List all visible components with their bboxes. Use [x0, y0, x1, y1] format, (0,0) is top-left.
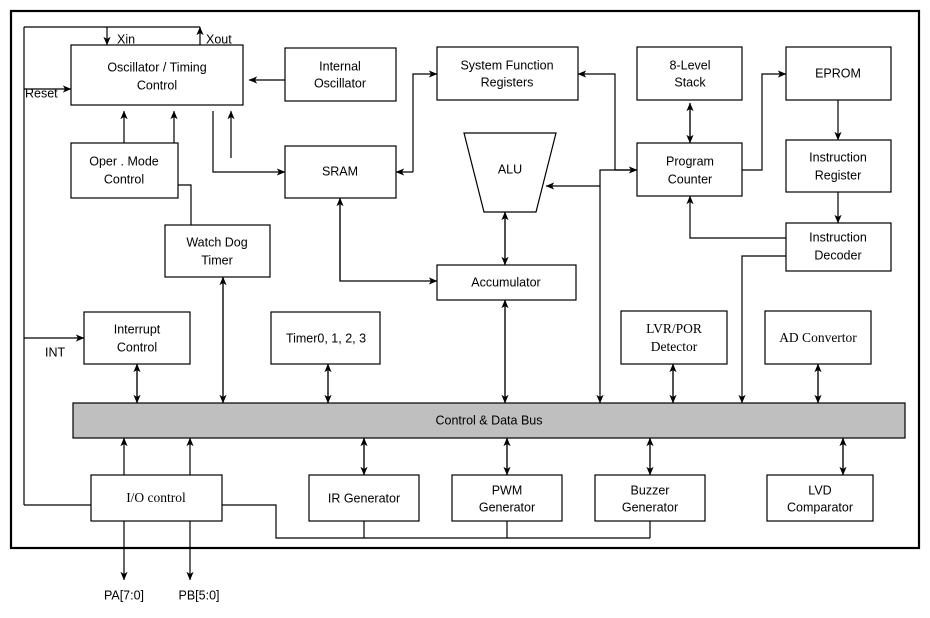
oscillator-timing-label-line2: Control — [137, 78, 177, 92]
pin-label-pb: PB[5:0] — [179, 588, 220, 602]
pin-label-pa: PA[7:0] — [104, 588, 144, 602]
lvr-por-label-line2: Detector — [651, 339, 698, 354]
wire-pc-to-sfr — [577, 70, 616, 170]
block-pwm-generator[interactable]: PWM Generator — [451, 474, 563, 522]
wire-pc-to-eprom — [742, 70, 787, 171]
block-internal-oscillator[interactable]: Internal Oscillator — [284, 47, 397, 102]
wire-osc-to-sram — [212, 111, 286, 176]
block-eprom[interactable]: EPROM — [785, 46, 892, 101]
instruction-register-label-line1: Instruction — [809, 150, 867, 164]
eprom-label: EPROM — [815, 66, 861, 80]
block-oscillator-timing-control[interactable]: Oscillator / Timing Control — [70, 44, 244, 106]
wire-rail-to-sfr — [412, 70, 438, 172]
ad-convertor-label: AD Convertor — [779, 330, 857, 345]
oper-mode-label-line1: Oper . Mode — [89, 154, 159, 168]
block-instruction-register[interactable]: Instruction Register — [785, 139, 892, 193]
block-interrupt-control[interactable]: Interrupt Control — [83, 311, 191, 365]
interrupt-control-label-line2: Control — [117, 340, 157, 354]
program-counter-label-line2: Counter — [668, 172, 712, 186]
pwm-generator-label-line1: PWM — [492, 483, 523, 497]
block-watch-dog-timer[interactable]: Watch Dog Timer — [164, 224, 271, 278]
block-alu[interactable]: ALU — [463, 132, 557, 213]
wire-id-to-pc — [686, 195, 786, 239]
interrupt-control-label-line1: Interrupt — [114, 322, 161, 336]
block-control-data-bus[interactable]: Control & Data Bus — [72, 402, 906, 439]
control-data-bus-label: Control & Data Bus — [436, 413, 543, 427]
buzzer-generator-label-line1: Buzzer — [631, 483, 670, 497]
block-system-function-registers[interactable]: System Function Registers — [436, 46, 579, 101]
block-lvd-comparator[interactable]: LVD Comparator — [766, 474, 874, 522]
oscillator-timing-label-line1: Oscillator / Timing — [107, 60, 206, 74]
block-oper-mode-control[interactable]: Oper . Mode Control — [70, 142, 179, 199]
pin-label-reset: Reset — [25, 86, 58, 100]
block-io-control[interactable]: I/O control — [90, 474, 223, 522]
block-instruction-decoder[interactable]: Instruction Decoder — [785, 222, 892, 272]
wire-pc-to-alu — [545, 169, 637, 190]
sram-label: SRAM — [322, 164, 358, 178]
block-stack[interactable]: 8-Level Stack — [636, 46, 743, 101]
block-ir-generator[interactable]: IR Generator — [308, 474, 420, 522]
wire-id-to-bus — [738, 255, 786, 404]
timers-label: Timer0, 1, 2, 3 — [286, 331, 366, 345]
accumulator-label: Accumulator — [471, 275, 540, 289]
block-accumulator[interactable]: Accumulator — [436, 264, 577, 301]
buzzer-generator-label-line2: Generator — [622, 500, 678, 514]
stack-label-line1: 8-Level — [670, 58, 711, 72]
block-ad-convertor[interactable]: AD Convertor — [764, 310, 872, 365]
block-buzzer-generator[interactable]: Buzzer Generator — [594, 474, 706, 522]
block-program-counter[interactable]: Program Counter — [636, 142, 743, 197]
block-sram[interactable]: SRAM — [284, 145, 397, 199]
block-timers[interactable]: Timer0, 1, 2, 3 — [270, 311, 381, 365]
alu-label: ALU — [498, 162, 522, 176]
lvd-comparator-label-line1: LVD — [808, 483, 831, 497]
instruction-register-label-line2: Register — [815, 168, 862, 182]
lvd-comparator-label-line2: Comparator — [787, 500, 853, 514]
pin-label-xout: Xout — [206, 32, 232, 46]
oper-mode-label-line2: Control — [104, 172, 144, 186]
watch-dog-label-line2: Timer — [201, 253, 232, 267]
ir-generator-label: IR Generator — [328, 491, 400, 505]
pwm-generator-label-line2: Generator — [479, 500, 535, 514]
watch-dog-label-line1: Watch Dog — [186, 235, 247, 249]
wire-sram-to-acc — [339, 198, 438, 285]
program-counter-label-line1: Program — [666, 154, 714, 168]
pin-label-xin: Xin — [117, 32, 135, 46]
instruction-decoder-label-line2: Decoder — [814, 248, 861, 262]
sfr-label-line2: Registers — [481, 75, 534, 89]
internal-oscillator-label-line1: Internal — [319, 59, 361, 73]
stack-label-line2: Stack — [674, 75, 706, 89]
lvr-por-label-line1: LVR/POR — [646, 321, 702, 336]
wire-io-return-rail — [222, 504, 650, 539]
pin-label-int: INT — [45, 345, 66, 359]
instruction-decoder-label-line1: Instruction — [809, 230, 867, 244]
block-lvr-por-detector[interactable]: LVR/POR Detector — [620, 310, 728, 365]
internal-oscillator-label-line2: Oscillator — [314, 76, 366, 90]
chip-boundary — [9, 9, 921, 550]
sfr-label-line1: System Function — [460, 58, 553, 72]
io-control-label: I/O control — [126, 490, 186, 505]
